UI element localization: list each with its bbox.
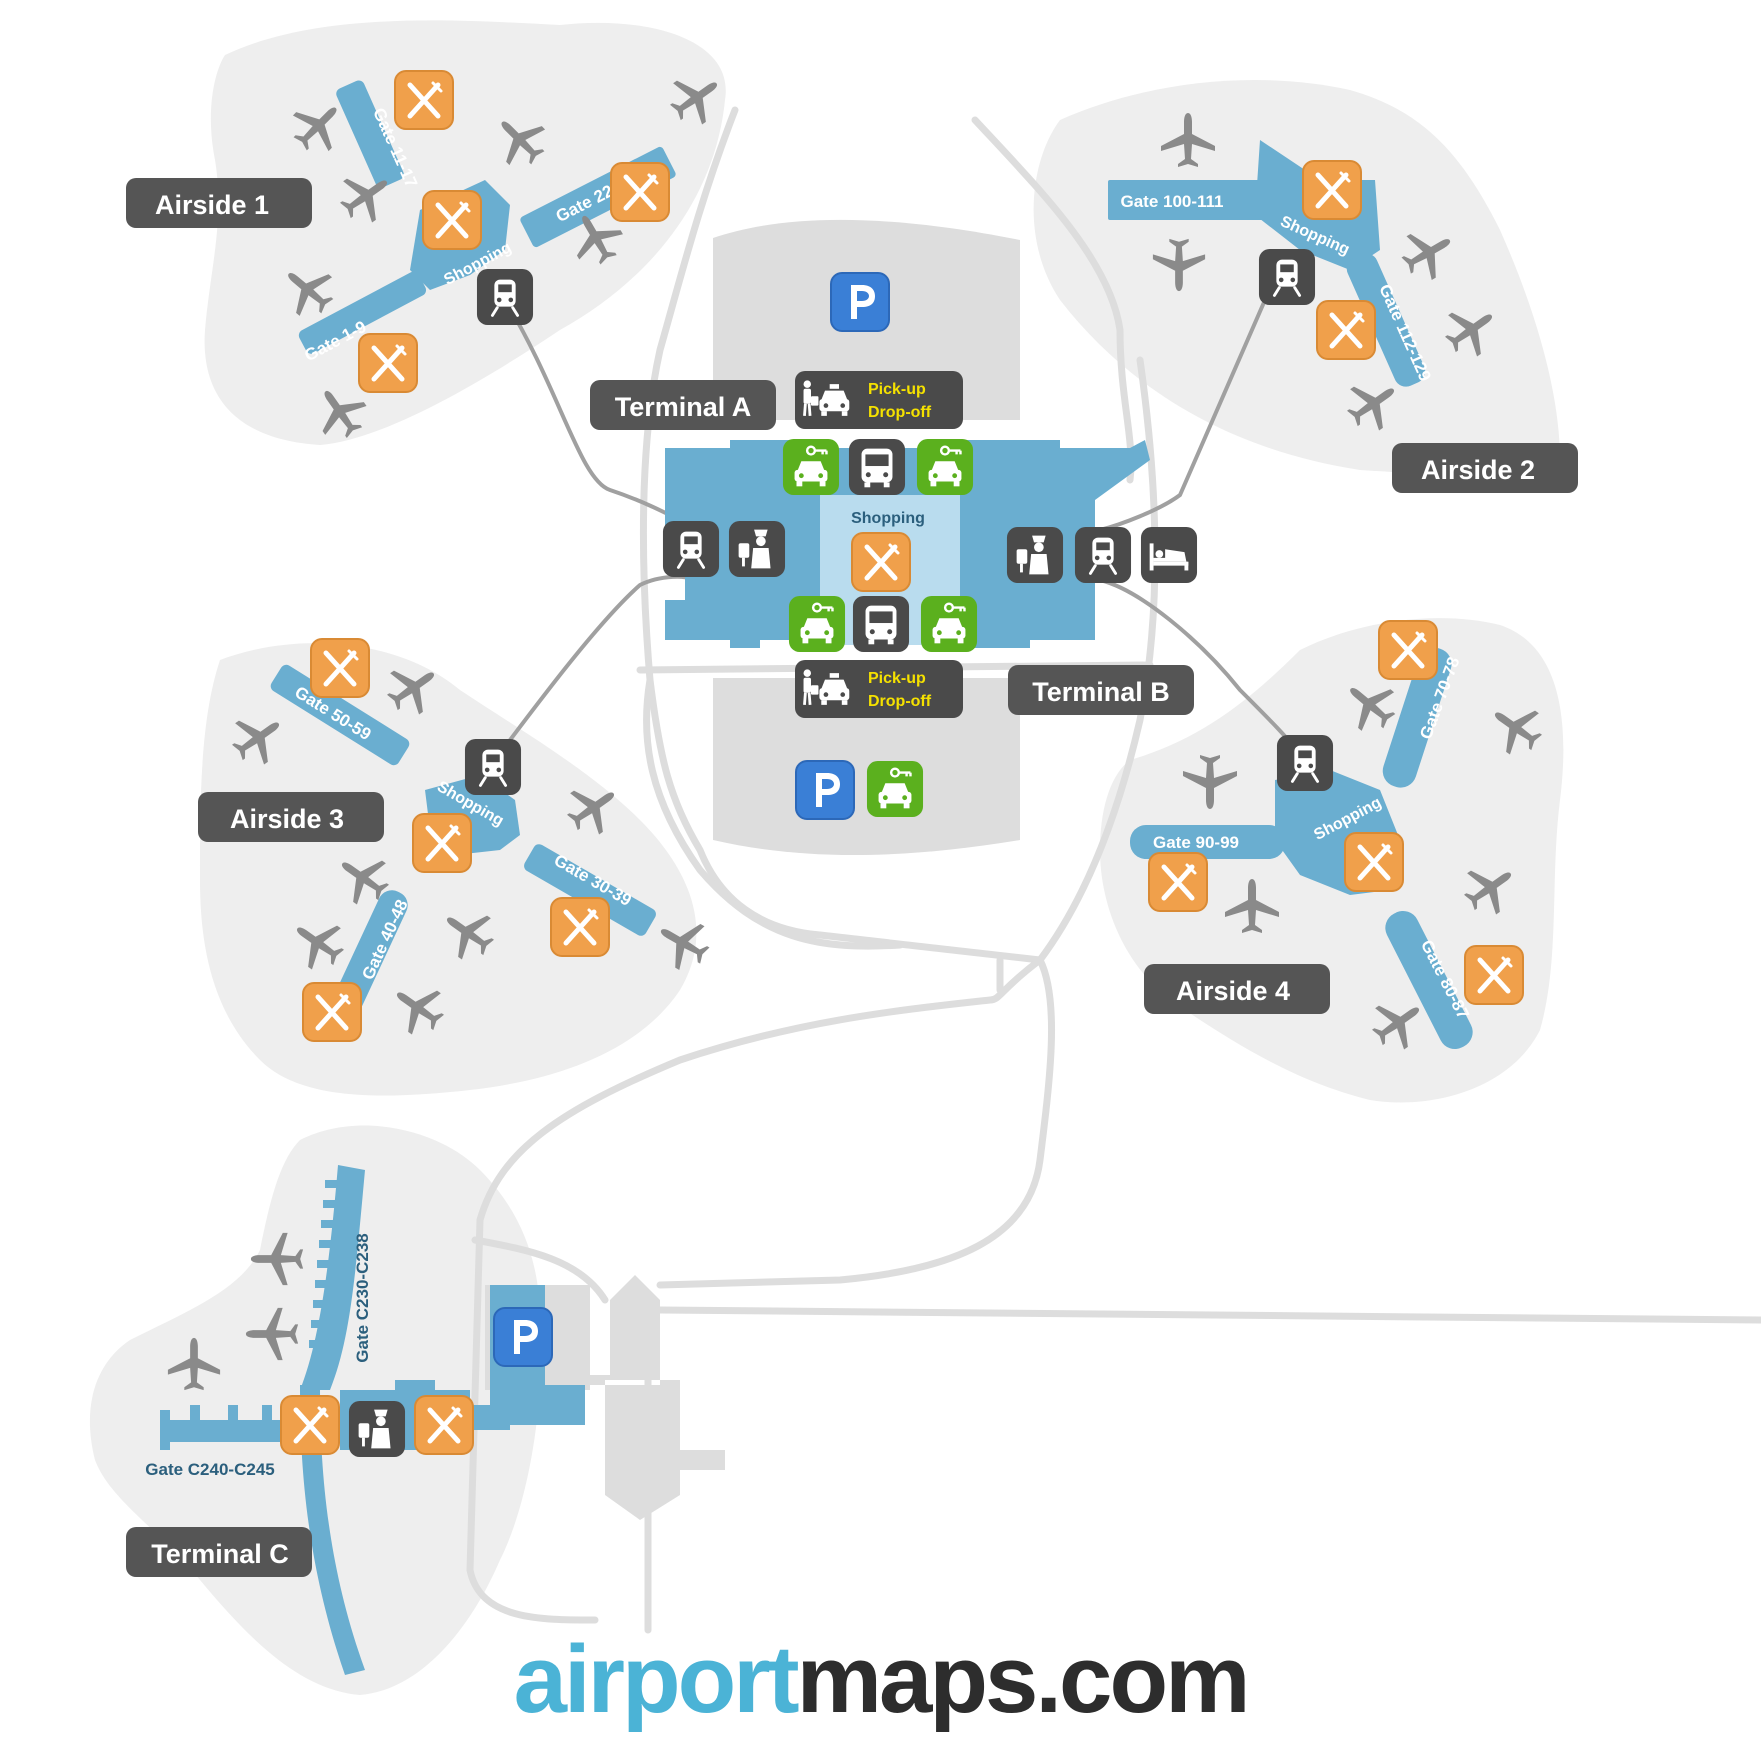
svg-text:Terminal A: Terminal A bbox=[615, 392, 752, 422]
train-icon[interactable] bbox=[1074, 526, 1132, 584]
bus-icon[interactable] bbox=[852, 595, 910, 653]
fork-knife-icon[interactable] bbox=[1149, 853, 1207, 911]
fork-knife-icon[interactable] bbox=[611, 163, 669, 221]
fork-knife-icon[interactable] bbox=[1303, 161, 1361, 219]
area-label-airside-4: Airside 4 bbox=[1144, 964, 1330, 1014]
security-icon[interactable] bbox=[728, 520, 786, 578]
train-icon[interactable] bbox=[476, 268, 534, 326]
area-label-terminal-a: Terminal A bbox=[590, 380, 776, 430]
area-label-airside-3: Airside 3 bbox=[198, 792, 384, 842]
svg-text:Drop-off: Drop-off bbox=[868, 693, 932, 710]
area-label-terminal-b: Terminal B bbox=[1008, 665, 1194, 715]
parking-icon[interactable] bbox=[493, 1307, 553, 1367]
pickup-dropoff-north: Pick-up Drop-off bbox=[795, 371, 963, 429]
security-icon[interactable] bbox=[1006, 526, 1064, 584]
fork-knife-icon[interactable] bbox=[395, 71, 453, 129]
svg-text:Airside 1: Airside 1 bbox=[155, 190, 269, 220]
svg-text:Airside 3: Airside 3 bbox=[230, 804, 344, 834]
hotel-bed-icon[interactable] bbox=[1140, 526, 1198, 584]
train-icon[interactable] bbox=[1258, 248, 1316, 306]
fork-knife-icon[interactable] bbox=[423, 191, 481, 249]
fork-knife-icon[interactable] bbox=[311, 639, 369, 697]
gate-label: Gate C230-C238 bbox=[353, 1233, 372, 1362]
fork-knife-icon[interactable] bbox=[415, 1396, 473, 1454]
car-rental-icon[interactable] bbox=[788, 595, 846, 653]
car-rental-icon[interactable] bbox=[916, 438, 974, 496]
train-icon[interactable] bbox=[662, 520, 720, 578]
brand-part-maps: maps.com bbox=[796, 1626, 1251, 1733]
brand-part-airport: airport bbox=[513, 1626, 800, 1733]
airside-4-building bbox=[1130, 647, 1473, 1050]
svg-text:Pick-up: Pick-up bbox=[868, 381, 926, 398]
fork-knife-icon[interactable] bbox=[1465, 946, 1523, 1004]
fork-knife-icon[interactable] bbox=[1317, 301, 1375, 359]
svg-text:Drop-off: Drop-off bbox=[868, 404, 932, 421]
car-rental-icon[interactable] bbox=[866, 760, 924, 818]
svg-text:Airside 4: Airside 4 bbox=[1176, 976, 1290, 1006]
fork-knife-icon[interactable] bbox=[551, 898, 609, 956]
car-rental-icon[interactable] bbox=[920, 595, 978, 653]
fork-knife-icon[interactable] bbox=[281, 1396, 339, 1454]
roads bbox=[466, 106, 1761, 1634]
area-label-airside-1: Airside 1 bbox=[126, 178, 312, 228]
area-labels: Airside 1 Airside 2 Airside 3 Airside 4 … bbox=[126, 178, 1578, 1577]
gate-label: Gate 100-111 bbox=[1120, 192, 1223, 211]
fork-knife-icon[interactable] bbox=[1379, 621, 1437, 679]
fork-knife-icon[interactable] bbox=[413, 814, 471, 872]
terminal-c-gate-stubs bbox=[309, 1180, 337, 1348]
gate-label: Gate 90-99 bbox=[1153, 833, 1239, 852]
bus-icon[interactable] bbox=[848, 438, 906, 496]
svg-text:Terminal C: Terminal C bbox=[151, 1539, 289, 1569]
gate-label: Gate C240-C245 bbox=[145, 1460, 274, 1479]
brand-logo: airportmaps.com bbox=[0, 1632, 1761, 1728]
area-label-airside-2: Airside 2 bbox=[1392, 443, 1578, 493]
parking-icon[interactable] bbox=[795, 760, 855, 820]
fork-knife-icon[interactable] bbox=[359, 334, 417, 392]
svg-text:Terminal B: Terminal B bbox=[1032, 677, 1170, 707]
parking-icon[interactable] bbox=[830, 272, 890, 332]
area-label-terminal-c: Terminal C bbox=[126, 1527, 312, 1577]
train-icon[interactable] bbox=[1276, 734, 1334, 792]
car-rental-icon[interactable] bbox=[782, 438, 840, 496]
fork-knife-icon[interactable] bbox=[303, 983, 361, 1041]
svg-text:Airside 2: Airside 2 bbox=[1421, 455, 1535, 485]
security-icon[interactable] bbox=[348, 1400, 406, 1458]
fork-knife-icon[interactable] bbox=[1345, 833, 1403, 891]
parking-lot-south bbox=[713, 678, 1020, 855]
train-icon[interactable] bbox=[464, 738, 522, 796]
svg-text:Pick-up: Pick-up bbox=[868, 670, 926, 687]
shopping-label: Shopping bbox=[851, 510, 925, 527]
train-lines bbox=[493, 298, 1302, 762]
fork-knife-icon[interactable] bbox=[852, 533, 910, 591]
pickup-dropoff-south: Pick-up Drop-off bbox=[795, 660, 963, 718]
terminal-c-landside bbox=[588, 1275, 725, 1520]
